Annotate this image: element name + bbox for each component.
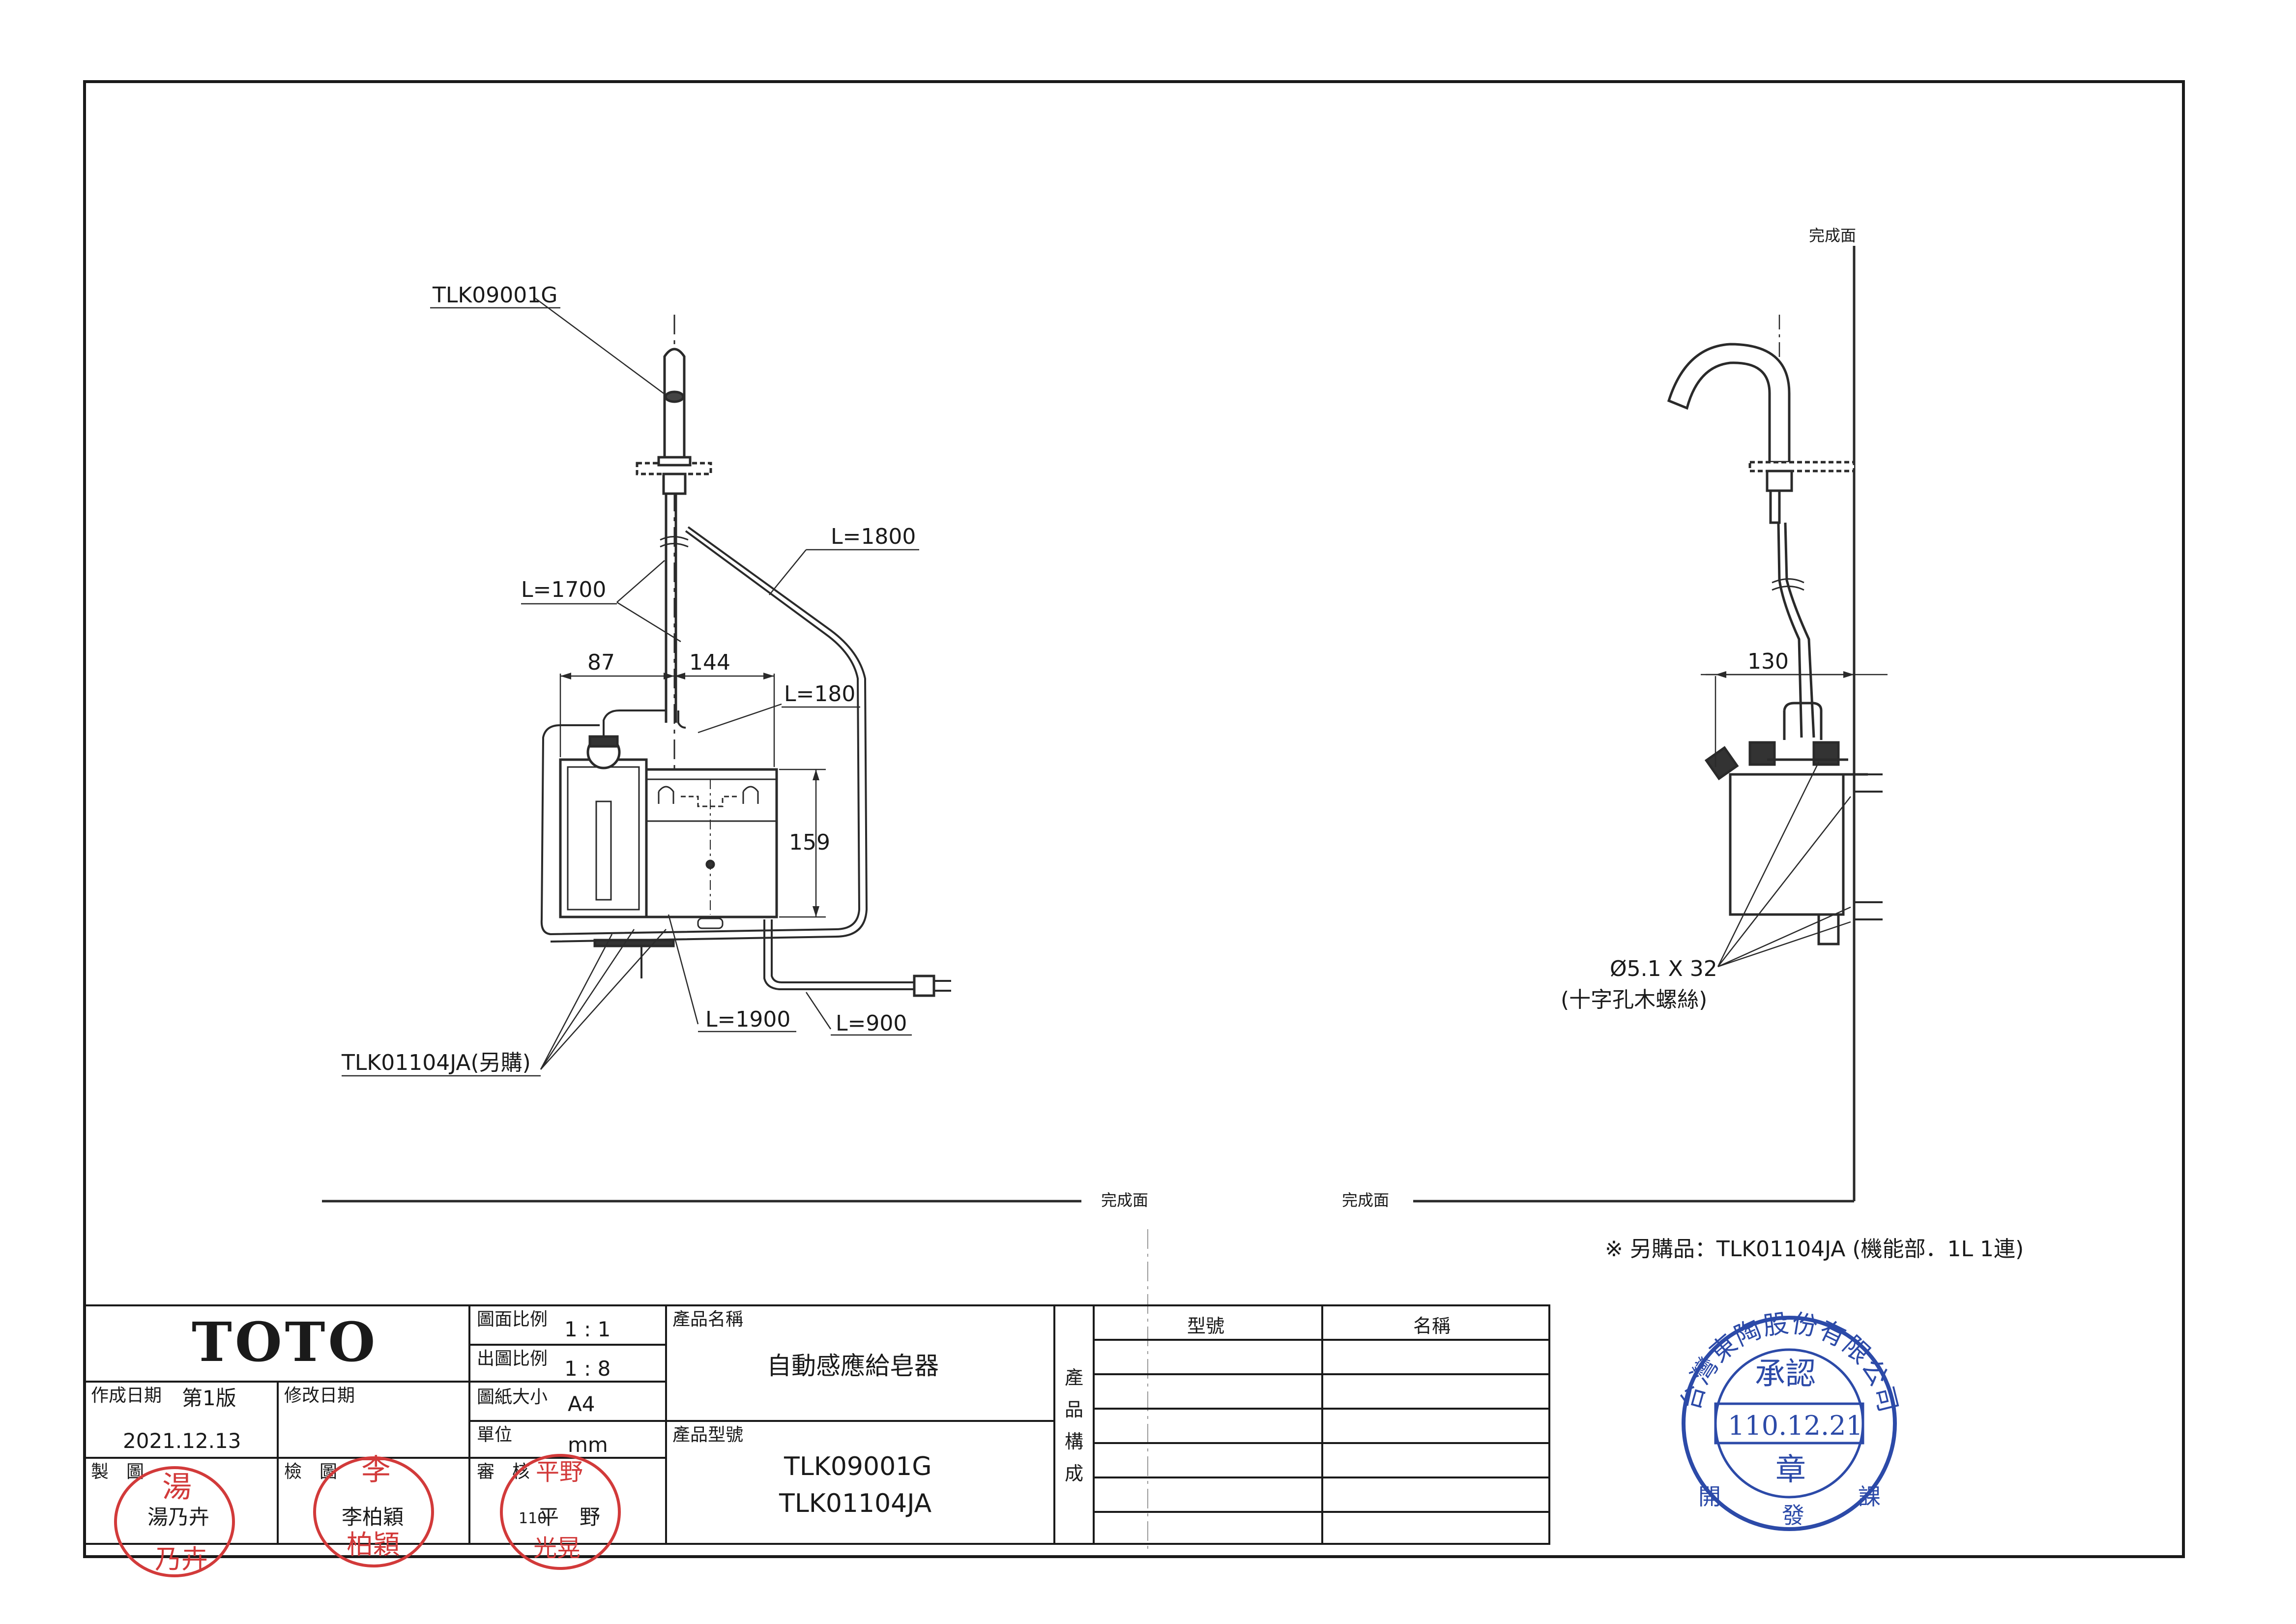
composition-char-4: 成 <box>1065 1463 1083 1484</box>
checked-seal: 李 柏穎 <box>313 1453 434 1567</box>
output-scale: 1 : 8 <box>564 1357 610 1381</box>
module-label: TLK01104JA(另購) <box>341 1050 531 1075</box>
spout-gooseneck <box>1667 343 1791 464</box>
title-block <box>84 1304 1550 1545</box>
spout-body <box>663 348 686 459</box>
composition-char-2: 品 <box>1065 1399 1083 1420</box>
revised-label: 修改日期 <box>284 1386 355 1406</box>
created-date: 2021.12.13 <box>123 1429 241 1453</box>
sheet-border <box>83 80 2185 1558</box>
screw-label: Ø5.1 X 32 <box>1610 956 1717 981</box>
right-view <box>1667 315 1888 968</box>
approved-label: 審 核 <box>477 1462 530 1482</box>
spout-shank <box>662 472 687 495</box>
paper-size: A4 <box>568 1392 595 1416</box>
plug <box>913 974 935 997</box>
product-label-tlk09001g: TLK09001G <box>432 283 557 308</box>
col-name-header: 名稱 <box>1413 1315 1451 1337</box>
bracket <box>593 939 675 947</box>
svg-text:光晃: 光晃 <box>533 1535 581 1562</box>
model-1: TLK09001G <box>784 1452 932 1481</box>
cable-label-l180: L=180 <box>784 681 855 707</box>
drawn-by: 湯乃卉 <box>147 1505 209 1529</box>
finish-surface-label-right: 完成面 <box>1342 1191 1389 1210</box>
cable-label-l1700: L=1700 <box>521 577 606 602</box>
brand-logo: TOTO <box>192 1310 378 1374</box>
checked-label: 檢 圖 <box>284 1462 337 1482</box>
screw-note: (十字孔木螺絲) <box>1561 987 1707 1012</box>
finish-surface-label-top: 完成面 <box>1809 226 1856 245</box>
edition: 第1版 <box>182 1386 236 1410</box>
finish-surface-label-mid: 完成面 <box>1101 1191 1148 1210</box>
svg-text:乃卉: 乃卉 <box>155 1544 208 1575</box>
approved-by: 平 野 <box>538 1505 600 1529</box>
cable-label-l1900: L=1900 <box>705 1007 790 1032</box>
svg-text:發: 發 <box>1782 1502 1804 1529</box>
approved-seal: 平野 光晃 <box>500 1454 621 1570</box>
model-2: TLK01104JA <box>779 1489 932 1518</box>
cable-label-l900: L=900 <box>836 1011 907 1036</box>
composition-char-1: 產 <box>1065 1367 1083 1388</box>
created-label: 作成日期 <box>91 1386 162 1406</box>
accessory-note: ※ 另購品：TLK01104JA (機能部．1L 1連) <box>1605 1237 2024 1262</box>
drawn-seal: 湯 乃卉 <box>114 1466 235 1577</box>
model-label: 產品型號 <box>672 1425 743 1445</box>
approval-seal: 台灣東陶股份有限公司 承認 110.12.21 章 開 發 課 <box>1676 1308 1902 1531</box>
svg-text:開: 開 <box>1698 1483 1721 1510</box>
svg-text:110.12.21: 110.12.21 <box>1728 1410 1863 1441</box>
right-box <box>1729 773 1845 916</box>
level-window <box>595 800 612 901</box>
dim-130: 130 <box>1747 649 1789 674</box>
control-box <box>645 768 778 918</box>
dimension-lines <box>342 297 919 1077</box>
dim-144: 144 <box>689 650 730 675</box>
drawing-scale-label: 圖面比例 <box>477 1309 548 1329</box>
product-name-label: 產品名稱 <box>672 1309 743 1329</box>
checked-by: 李柏穎 <box>342 1505 404 1529</box>
product-name: 自動感應給皂器 <box>767 1352 939 1380</box>
spout-base <box>657 456 692 467</box>
drawn-label: 製 圖 <box>91 1462 144 1482</box>
svg-text:李: 李 <box>361 1453 391 1487</box>
drawing-scale: 1 : 1 <box>564 1317 610 1341</box>
cable-label-l1800: L=1800 <box>831 524 916 549</box>
dim-87: 87 <box>587 650 615 675</box>
unit: mm <box>568 1433 608 1457</box>
svg-text:章: 章 <box>1775 1451 1806 1487</box>
col-model-header: 型號 <box>1187 1315 1224 1337</box>
svg-text:承認: 承認 <box>1755 1356 1816 1391</box>
counter-plate-right <box>1748 461 1856 472</box>
left-view <box>342 297 951 1077</box>
approved-prefix: 110 <box>519 1510 547 1527</box>
composition-char-3: 構 <box>1065 1431 1083 1452</box>
sensor-window <box>664 390 685 403</box>
svg-text:柏穎: 柏穎 <box>347 1529 400 1560</box>
svg-text:平野: 平野 <box>536 1458 583 1486</box>
paper-label: 圖紙大小 <box>477 1387 548 1407</box>
svg-text:課: 課 <box>1858 1483 1881 1510</box>
svg-text:湯: 湯 <box>162 1470 192 1505</box>
dim-159: 159 <box>789 830 830 855</box>
unit-label: 單位 <box>477 1425 512 1445</box>
output-scale-label: 出圖比例 <box>477 1349 548 1369</box>
